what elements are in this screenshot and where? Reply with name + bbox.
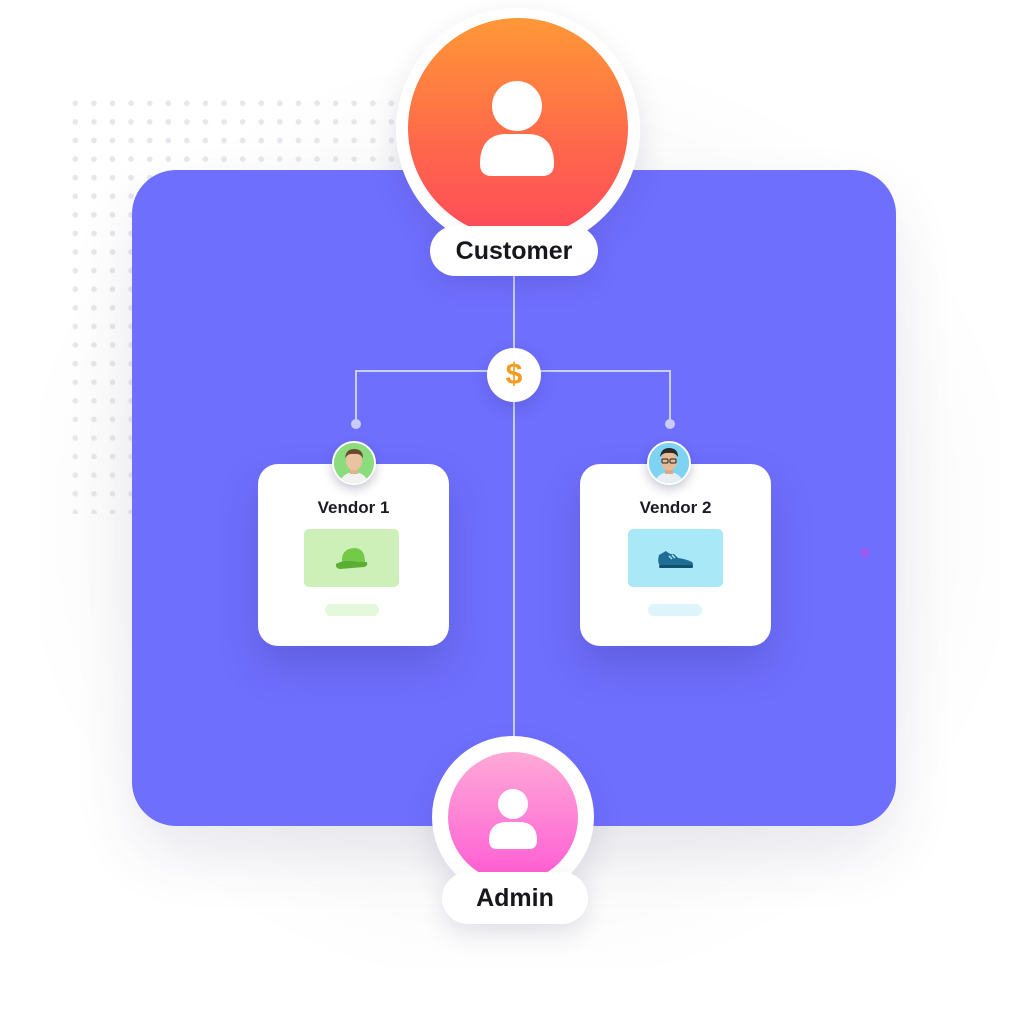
vendor-1-name: Vendor 1 [317, 498, 390, 517]
cap-icon [335, 548, 367, 569]
vendor-2-name: Vendor 2 [639, 498, 712, 517]
vendor-1-product [304, 529, 399, 587]
vendor-2-placeholder-bar [648, 604, 702, 616]
customer-label: Customer [430, 226, 598, 276]
person-icon [649, 443, 689, 483]
person-icon [334, 443, 374, 483]
sneaker-icon [657, 551, 693, 568]
dollar-icon: $ [487, 348, 541, 402]
admin-label: Admin [442, 872, 588, 924]
vendor-2-product [628, 529, 723, 587]
vendor-1-card[interactable]: Vendor 1 [258, 464, 449, 646]
vendor-1-placeholder-bar [325, 604, 379, 616]
vendor-2-avatar [647, 441, 691, 485]
vendor-1-connector-dot [351, 419, 361, 429]
vendor-2-card[interactable]: Vendor 2 [580, 464, 771, 646]
accent-dot [860, 548, 870, 558]
vendor-2-connector-dot [665, 419, 675, 429]
vendor-1-avatar [332, 441, 376, 485]
admin-user-icon [489, 789, 537, 849]
customer-user-icon [480, 81, 554, 176]
